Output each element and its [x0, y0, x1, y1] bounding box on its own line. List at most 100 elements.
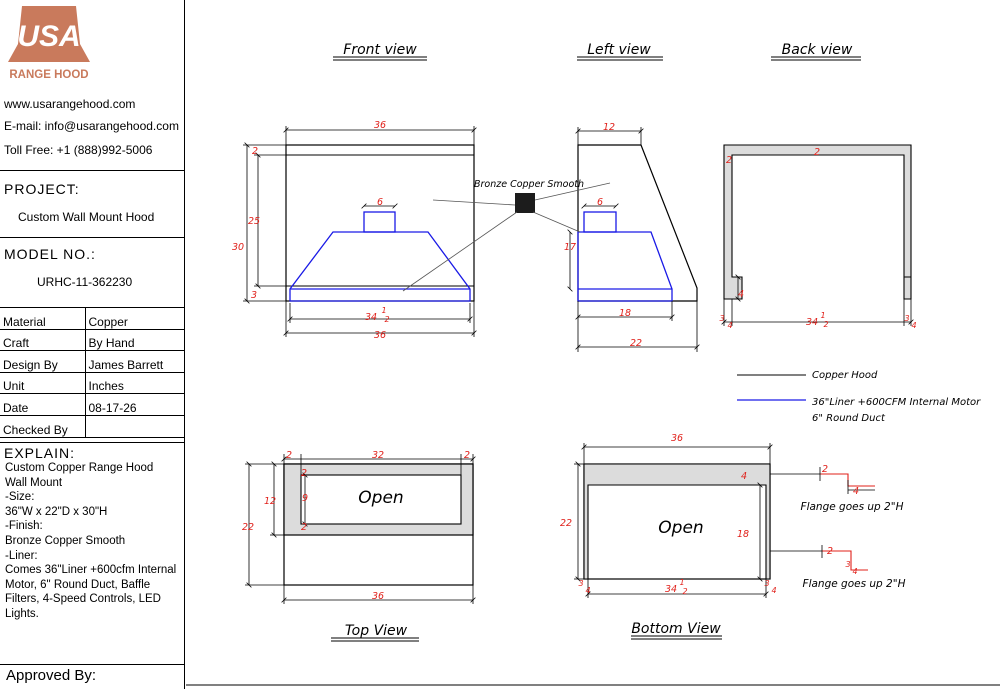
explain-line: Comes 36"Liner +600cfm Internal [5, 564, 177, 577]
row-label: Craft [0, 328, 86, 352]
dim-label: 1 [679, 578, 684, 587]
explain-label: EXPLAIN: [4, 445, 76, 461]
dim-label: 2 [814, 147, 820, 158]
model-value: URHC-11-362230 [37, 275, 133, 289]
dim-label: 34 [665, 584, 677, 595]
explain-line: Wall Mount [5, 476, 63, 489]
row-value [84, 414, 185, 438]
back-view [723, 144, 912, 300]
website-text: www.usarangehood.com [4, 97, 136, 111]
model-label: MODEL NO.: [4, 246, 96, 262]
row-label: Checked By [0, 414, 86, 438]
dim-label: 18 [619, 308, 631, 319]
dim-label: 2 [464, 450, 470, 461]
dim-label: 2 [682, 587, 687, 596]
liner-outline [577, 211, 673, 302]
dim-label: 3 [845, 560, 850, 569]
left-view-title: Left view [587, 42, 651, 58]
dim-label: 4 [771, 586, 776, 595]
dim-label: 36 [374, 120, 386, 131]
dim-label: 6 [597, 197, 603, 208]
left-view [577, 144, 698, 302]
dim-label: 2 [384, 315, 389, 324]
bottom-view-title: Bottom View [631, 621, 721, 637]
logo-subtext: RANGE HOOD [9, 69, 88, 81]
top-open-label: Open [358, 488, 403, 508]
explain-line: Motor, 6" Round Duct, Baffle [5, 578, 151, 591]
flange-note-bottom: Flange goes up 2"H [803, 578, 906, 590]
top-view: Open [283, 463, 474, 586]
bottom-open-label: Open [658, 518, 703, 538]
approved-by-label: Approved By: [6, 667, 97, 684]
finish-swatch [515, 193, 535, 213]
dim-label: 4 [727, 321, 732, 330]
top-view-title: Top View [345, 623, 408, 639]
row-value: Inches [84, 371, 185, 395]
dim-label: 32 [372, 450, 384, 461]
front-dimensions [243, 126, 477, 337]
bottom-dimensions [574, 443, 773, 598]
divider [0, 664, 185, 665]
dim-label: 1 [820, 311, 825, 320]
dim-label: 12 [264, 496, 276, 507]
dim-label: 22 [242, 522, 254, 533]
dim-label: 36 [372, 591, 384, 602]
back-view-title: Back view [782, 42, 853, 58]
logo-text: USA [17, 20, 80, 53]
dim-label: 17 [564, 242, 576, 253]
project-label: PROJECT: [4, 181, 80, 197]
liner-outline [289, 211, 471, 302]
dim-label: 30 [232, 242, 244, 253]
row-value: Copper [84, 307, 185, 330]
dim-label: 36 [374, 330, 386, 341]
divider [0, 237, 185, 238]
project-value: Custom Wall Mount Hood [18, 210, 155, 224]
top-dimensions [245, 454, 476, 604]
legend-liner-label: 36"Liner +600CFM Internal Motor [812, 397, 981, 408]
legend: Copper Hood 36"Liner +600CFM Internal Mo… [737, 370, 981, 424]
flange-note-top: Flange goes up 2"H [801, 501, 904, 513]
row-value: By Hand [84, 328, 185, 352]
dim-label: 3 [719, 314, 724, 323]
front-view-title: Front view [343, 42, 417, 58]
dim-label: 2 [822, 464, 828, 475]
bottom-view: Open [583, 463, 771, 580]
dim-label: 2 [823, 320, 828, 329]
left-dimensions [567, 127, 700, 352]
back-dimensions [721, 274, 914, 326]
dim-label: 36 [671, 433, 683, 444]
dim-label: 4 [585, 586, 590, 595]
flange-detail [770, 467, 875, 571]
dim-label: 4 [853, 486, 859, 497]
row-label: Date [0, 393, 86, 416]
dim-label: 22 [560, 518, 572, 529]
explain-line: -Liner: [5, 549, 38, 562]
dim-label: 4 [738, 289, 744, 300]
row-label: Unit [0, 371, 86, 395]
divider [0, 442, 185, 443]
explain-line: Bronze Copper Smooth [5, 534, 126, 547]
usa-range-hood-logo: USA RANGE HOOD [8, 6, 90, 81]
divider [0, 170, 185, 171]
dim-label: 34 [806, 317, 818, 328]
dim-label: 3 [904, 314, 909, 323]
dim-label: 3 [251, 290, 257, 301]
dim-label: 2 [301, 468, 307, 479]
dim-label: 2 [286, 450, 292, 461]
dim-label: 2 [827, 546, 833, 557]
finish-callout: Bronze Copper Smooth [402, 179, 611, 292]
finish-label: Bronze Copper Smooth [474, 179, 584, 190]
dim-label: 34 [365, 312, 377, 323]
title-block: USA RANGE HOOD www.usarangehood.com E-ma… [0, 0, 185, 689]
dim-label: 3 [764, 579, 769, 588]
dim-label: 18 [737, 529, 749, 540]
dim-label: 22 [630, 338, 642, 349]
row-label: Material [0, 307, 86, 330]
dimension-labels: 36 2 25 30 3 6 34 1 2 36 12 6 17 18 22 2… [232, 120, 917, 602]
dim-label: 2 [726, 155, 732, 166]
dim-label: 6 [377, 197, 383, 208]
